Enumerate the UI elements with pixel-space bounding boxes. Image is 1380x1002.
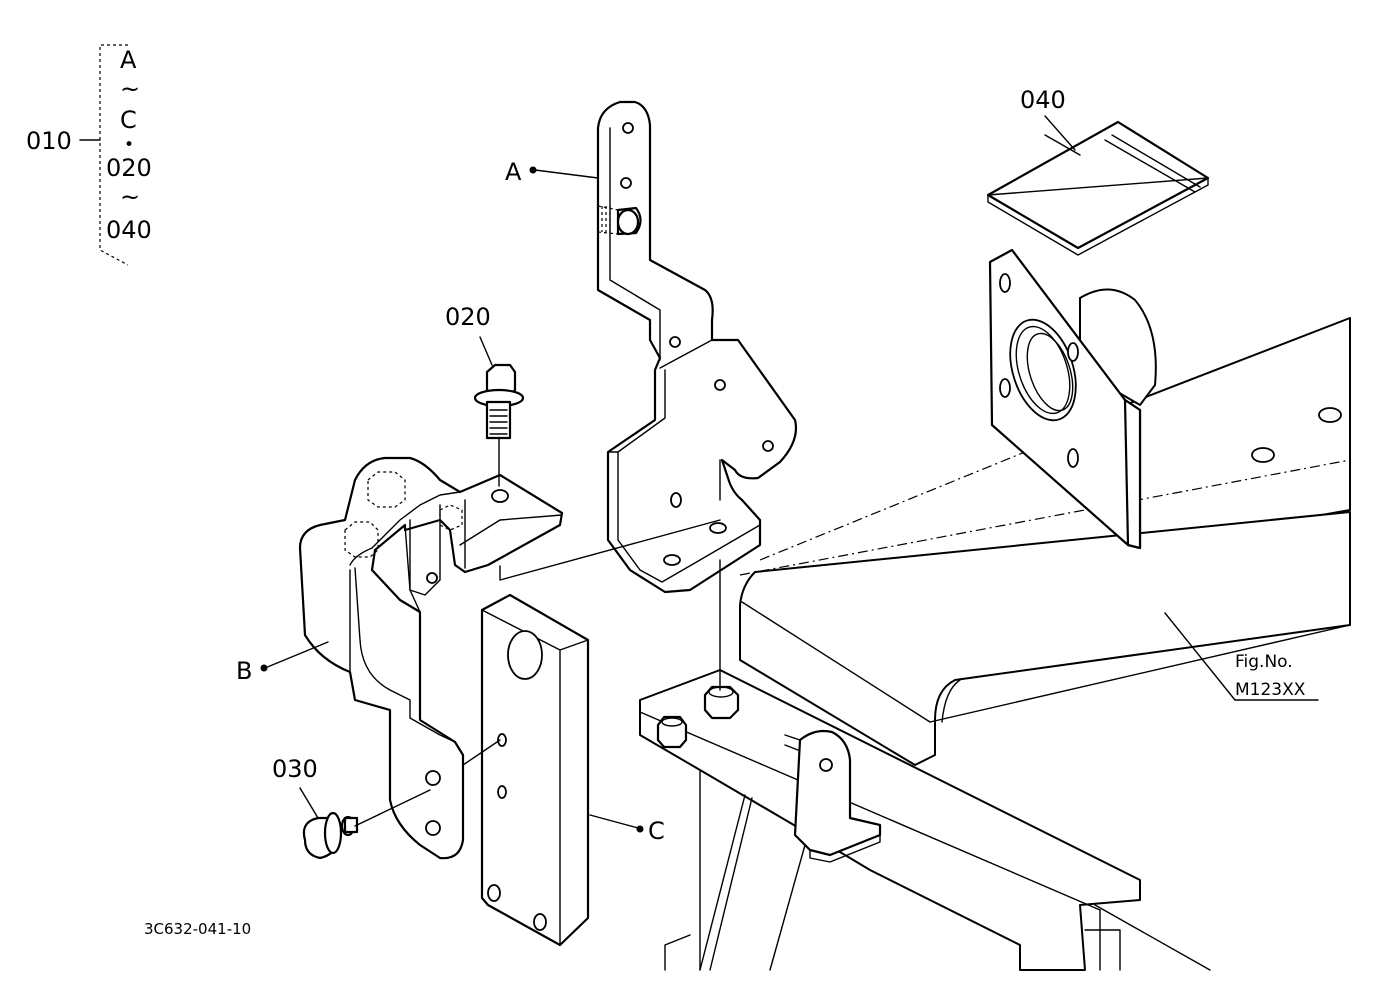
range-mid-label: C	[120, 106, 137, 134]
range-separator-2: ~	[120, 183, 140, 211]
range-mid2-label: 020	[106, 154, 152, 182]
fig-ref-label: M123XX	[1235, 680, 1306, 700]
callout-labels: A B C 020 030 040 Fig.No. M123XX 3C632-0…	[144, 86, 1306, 938]
part-030-flange-bolt	[302, 789, 431, 860]
tractor-frame	[639, 317, 1351, 971]
label-part-c: C	[648, 817, 665, 845]
range-start-label: A	[120, 46, 137, 74]
part-040-decal	[986, 120, 1210, 256]
fig-no-label: Fig.No.	[1235, 652, 1293, 672]
part-b-bracket	[298, 456, 564, 860]
part-020-flange-bolt	[473, 363, 525, 487]
range-end-label: 040	[106, 216, 152, 244]
assembly-number-label: 010	[26, 127, 72, 155]
label-part-040: 040	[1020, 86, 1066, 114]
range-separator-1: ~	[120, 75, 140, 103]
assembly-guide-lines	[264, 115, 1319, 829]
part-a-bracket	[596, 100, 798, 594]
range-dot: •	[124, 135, 134, 155]
label-part-030: 030	[272, 755, 318, 783]
drawing-id-label: 3C632-041-10	[144, 920, 251, 938]
assembly-range-bracket: 010 A ~ C • 020 ~ 040	[26, 44, 152, 266]
label-part-020: 020	[445, 303, 491, 331]
part-c-plate	[480, 593, 590, 947]
flange-bearing-housing	[988, 248, 1157, 550]
label-part-a: A	[505, 158, 522, 186]
label-part-b: B	[236, 657, 252, 685]
